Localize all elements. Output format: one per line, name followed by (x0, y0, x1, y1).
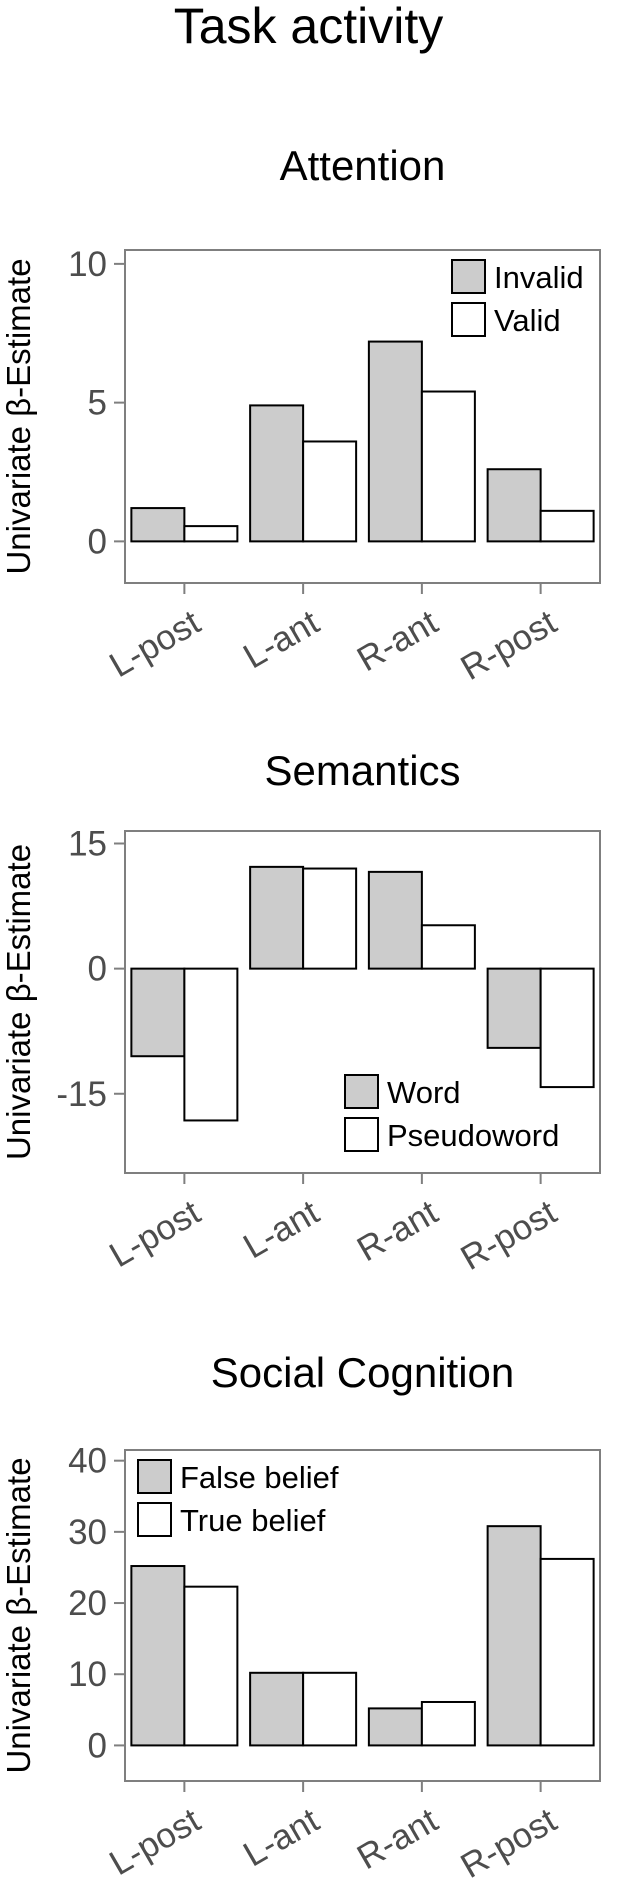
y-tick-label: 40 (68, 1442, 107, 1481)
bar-r-ant-pseudoword (420, 924, 476, 970)
panel-title: Semantics (264, 747, 460, 794)
legend-swatch (137, 1459, 172, 1494)
legend-label: Invalid (494, 260, 584, 295)
bar-r-post-word (486, 967, 542, 1049)
y-axis-label: Univariate β-Estimate (0, 1457, 37, 1773)
legend-swatch (451, 259, 486, 294)
legend-swatch (344, 1117, 379, 1152)
x-tick-label: R-ant (351, 1192, 445, 1269)
legend-label: False belief (180, 1460, 339, 1495)
legend-label: Pseudoword (387, 1118, 559, 1153)
x-tick-label: L-ant (237, 1192, 326, 1266)
bar-r-ant-word (367, 870, 423, 970)
bar-l-ant-pseudoword (302, 867, 358, 970)
plot-frame (124, 830, 601, 1174)
legend-swatch (451, 302, 486, 337)
plot-frame (124, 1449, 601, 1782)
panel-title: Attention (280, 142, 446, 189)
y-tick-label: 20 (68, 1584, 107, 1623)
bar-l-ant-true-belief (302, 1671, 358, 1747)
bar-l-ant-invalid (249, 404, 305, 543)
bar-l-ant-valid (302, 440, 358, 543)
bar-r-post-invalid (486, 468, 542, 543)
x-tick-label: L-post (103, 1192, 207, 1275)
x-tick-label: L-ant (237, 602, 326, 676)
x-tick-label: R-post (454, 1800, 563, 1883)
bar-r-post-valid (539, 509, 595, 543)
legend-swatch (344, 1074, 379, 1109)
y-axis-label: Univariate β-Estimate (0, 258, 37, 574)
bar-l-post-valid (183, 525, 239, 543)
plot-frame (124, 249, 601, 584)
y-tick-label: 15 (68, 825, 107, 864)
bar-l-ant-word (249, 865, 305, 970)
bar-l-post-true-belief (183, 1585, 239, 1747)
y-tick-label: -15 (56, 1075, 107, 1114)
x-tick-label: L-post (103, 602, 207, 685)
y-tick-label: 0 (88, 1726, 107, 1765)
y-tick-label: 30 (68, 1513, 107, 1552)
x-tick-label: R-ant (351, 602, 445, 679)
bar-l-post-false-belief (130, 1565, 186, 1747)
bar-r-ant-valid (420, 390, 476, 543)
bar-r-ant-invalid (367, 340, 423, 543)
bar-r-post-false-belief (486, 1525, 542, 1747)
y-tick-label: 10 (68, 1655, 107, 1694)
bar-r-ant-false-belief (367, 1707, 423, 1747)
bar-l-post-pseudoword (183, 967, 239, 1122)
panel-title: Social Cognition (211, 1349, 515, 1396)
y-tick-label: 0 (88, 522, 107, 561)
bar-r-ant-true-belief (420, 1700, 476, 1747)
x-tick-label: L-post (103, 1800, 207, 1883)
legend-label: True belief (180, 1503, 326, 1538)
y-tick-label: 0 (88, 950, 107, 989)
x-tick-label: R-post (454, 602, 563, 687)
figure-title: Task activity (173, 0, 444, 54)
bar-r-post-pseudoword (539, 967, 595, 1089)
y-tick-label: 5 (88, 384, 107, 423)
x-tick-label: R-post (454, 1192, 563, 1277)
legend-label: Valid (494, 303, 561, 338)
y-tick-label: 10 (68, 245, 107, 284)
bar-r-post-true-belief (539, 1557, 595, 1747)
legend-swatch (137, 1502, 172, 1537)
bar-l-post-word (130, 967, 186, 1058)
bar-l-post-invalid (130, 507, 186, 543)
x-tick-label: R-ant (351, 1800, 445, 1877)
x-tick-label: L-ant (237, 1800, 326, 1874)
legend-label: Word (387, 1075, 461, 1110)
bar-l-ant-false-belief (249, 1671, 305, 1747)
y-axis-label: Univariate β-Estimate (0, 844, 37, 1160)
